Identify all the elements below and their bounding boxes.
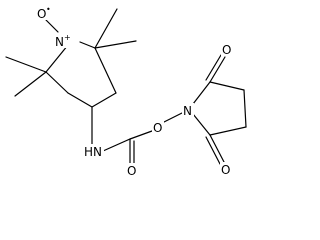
methyl-groups	[5, 8, 137, 97]
atom-labels: N + O • HN O O N O O	[36, 5, 233, 178]
atom-n-charge: +	[64, 33, 71, 42]
atom-o-succ-bottom: O	[221, 163, 230, 177]
bond-nh-c	[102, 138, 131, 152]
bond-olink-n	[163, 112, 183, 123]
bond-ch2-ch2	[243, 89, 247, 128]
atom-o-radical: O	[37, 7, 46, 21]
bond-n-o	[45, 19, 59, 33]
bond-c-olink	[129, 130, 153, 140]
methyl-left-1	[5, 56, 47, 73]
bond-c3l-c4	[67, 92, 93, 108]
bond-n-c2l	[45, 44, 69, 73]
bond-c2l-c3l	[45, 71, 69, 94]
molecule-diagram: N + O • HN O O N O O	[5, 5, 247, 178]
piperidine-ring	[45, 41, 117, 108]
bond-n-c-top	[192, 81, 211, 105]
atom-n-succinimide: N	[183, 104, 192, 118]
atom-n-piperidine: N	[55, 35, 64, 49]
bond-ctop-ch2	[209, 81, 245, 91]
atom-o-link: O	[153, 121, 162, 135]
methyl-right-2	[94, 40, 137, 49]
bond-cbot-n	[192, 113, 211, 136]
bond-ch2-cbot	[209, 126, 247, 136]
bond-ctop-o-b	[205, 54, 222, 81]
atom-nh: HN	[84, 145, 102, 159]
methyl-right-1	[94, 8, 118, 49]
bond-cbot-o-a	[209, 134, 225, 163]
atom-o-succ-top: O	[222, 43, 231, 57]
atom-o-carbonyl: O	[127, 164, 136, 178]
carbamate-group	[102, 112, 183, 166]
bond-cbot-o-b	[205, 136, 221, 165]
succinimide-ring	[192, 54, 247, 165]
bond-c4-c3r	[91, 92, 117, 108]
bond-c2r-n	[79, 41, 96, 49]
bond-c3r-c2r-a	[94, 47, 117, 94]
radical-dot: •	[46, 5, 51, 14]
bond-ctop-o-a	[209, 56, 226, 83]
methyl-left-2	[14, 71, 47, 97]
structure-svg: N + O • HN O O N O O	[5, 5, 247, 178]
